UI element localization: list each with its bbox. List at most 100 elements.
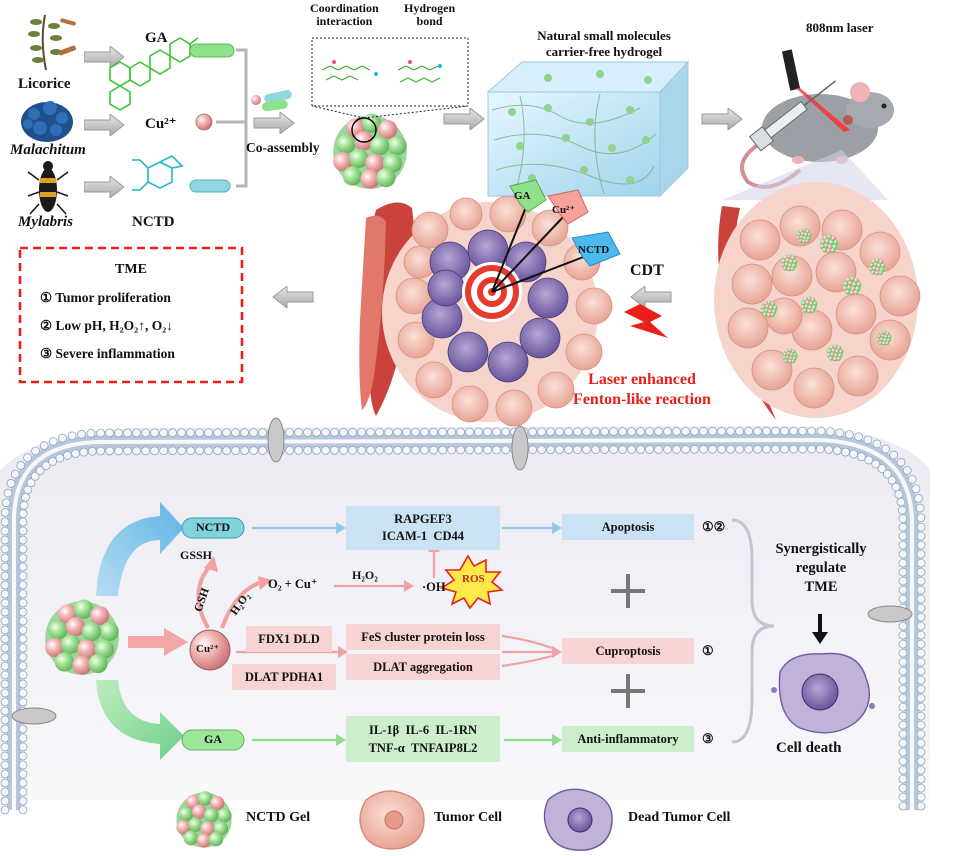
membrane-bead	[222, 446, 232, 456]
membrane-bead	[916, 522, 926, 532]
membrane-bead	[18, 643, 28, 653]
membrane-bead	[26, 478, 36, 488]
cu-ball-label: Cu²⁺	[196, 643, 220, 655]
membrane-bead	[537, 445, 547, 455]
membrane-bead	[627, 445, 637, 454]
membrane-bead	[835, 428, 845, 438]
tme-box	[18, 246, 244, 384]
membrane-bead	[916, 702, 926, 712]
membrane-bead	[0, 751, 10, 761]
membrane-bead	[18, 796, 28, 806]
oh-label: ·OH	[422, 580, 446, 594]
membrane-bead	[898, 567, 908, 577]
membrane-bead	[645, 445, 655, 454]
membrane-bead	[67, 431, 77, 441]
membrane-bead	[898, 558, 908, 568]
membrane-bead	[447, 445, 457, 455]
membrane-bead	[916, 729, 926, 739]
laser-enhanced-label: Laser enhanced Fenton-like reaction	[573, 371, 711, 408]
source-licorice-label: Licorice	[18, 76, 71, 92]
membrane-bead	[898, 594, 908, 604]
cell-membrane	[0, 426, 926, 815]
membrane-bead	[645, 427, 654, 436]
membrane-bead	[898, 576, 908, 586]
nctd-pill-label: NCTD	[195, 520, 230, 534]
gel-ball-icon	[333, 113, 407, 189]
membrane-bead	[780, 444, 790, 454]
membrane-bead	[294, 428, 303, 437]
membrane-bead	[393, 427, 402, 437]
membrane-bead	[18, 778, 28, 788]
membrane-bead	[902, 466, 912, 475]
membrane-bead	[87, 446, 97, 456]
membrane-bead	[582, 445, 592, 455]
membrane-bead	[465, 445, 475, 455]
membrane-bead	[898, 756, 908, 766]
membrane-bead	[18, 805, 28, 815]
membrane-bead	[916, 621, 926, 631]
membrane-bead	[213, 428, 222, 438]
membrane-bead	[18, 607, 28, 617]
fdx-dld-label: FDX1 DLD	[246, 626, 332, 652]
membrane-bead	[402, 427, 411, 437]
membrane-bead	[186, 446, 196, 456]
membrane-bead	[18, 634, 28, 644]
membrane-bead	[0, 634, 10, 644]
compound-ga-label: GA	[145, 30, 168, 46]
membrane-bead	[699, 426, 708, 436]
membrane-bead	[898, 585, 908, 595]
membrane-bead	[375, 445, 385, 455]
membrane-bead	[249, 428, 258, 437]
membrane-bead	[690, 426, 699, 436]
membrane-bead	[393, 445, 403, 455]
membrane-bead	[231, 446, 241, 456]
membrane-bead	[708, 426, 717, 436]
membrane-bead	[600, 427, 609, 436]
membrane-bead	[0, 787, 10, 797]
membrane-bead	[789, 426, 798, 436]
membrane-bead	[177, 446, 187, 456]
membrane-bead	[339, 427, 348, 437]
membrane-bead	[35, 466, 45, 475]
membrane-bead	[898, 738, 908, 748]
membrane-bead	[0, 715, 10, 725]
dart-flag-cu	[547, 189, 589, 225]
synergy-label: Synergistically regulate TME	[775, 541, 867, 595]
licorice-icon	[28, 14, 76, 71]
membrane-bead	[321, 445, 331, 455]
membrane-bead	[753, 444, 763, 454]
source-mylabris-label: Mylabris	[18, 214, 74, 230]
membrane-bead	[916, 801, 926, 811]
membrane-bead	[0, 652, 10, 662]
membrane-bead	[555, 445, 565, 455]
membrane-bead	[96, 428, 105, 438]
membrane-bead	[916, 513, 926, 523]
molecular-interaction-icon	[321, 65, 441, 83]
membrane-bead	[18, 535, 28, 545]
source-malachitum-label: Malachitum	[10, 142, 86, 158]
membrane-bead	[18, 589, 28, 599]
membrane-bead	[663, 427, 672, 436]
membrane-bead	[881, 444, 891, 454]
dart-flag-nctd	[571, 231, 621, 267]
membrane-bead	[168, 446, 178, 456]
membrane-bead	[877, 464, 887, 474]
membrane-bead	[916, 603, 926, 613]
membrane-bead	[456, 445, 466, 455]
membrane-bead	[105, 428, 114, 438]
membrane-bead	[18, 661, 28, 671]
membrane-bead	[916, 756, 926, 766]
membrane-bead	[898, 630, 908, 640]
membrane-bead	[492, 427, 501, 437]
membrane-bead	[916, 585, 926, 595]
membrane-bead	[898, 720, 908, 730]
membrane-bead	[762, 444, 772, 454]
membrane-bead	[0, 625, 10, 635]
membrane-bead	[898, 675, 908, 685]
membrane-bead	[339, 445, 349, 455]
membrane-bead	[600, 445, 610, 454]
ros-burst-icon	[440, 554, 504, 610]
membrane-bead	[898, 792, 908, 802]
membrane-bead	[18, 625, 28, 635]
gssh-label: GSSH	[180, 548, 213, 562]
